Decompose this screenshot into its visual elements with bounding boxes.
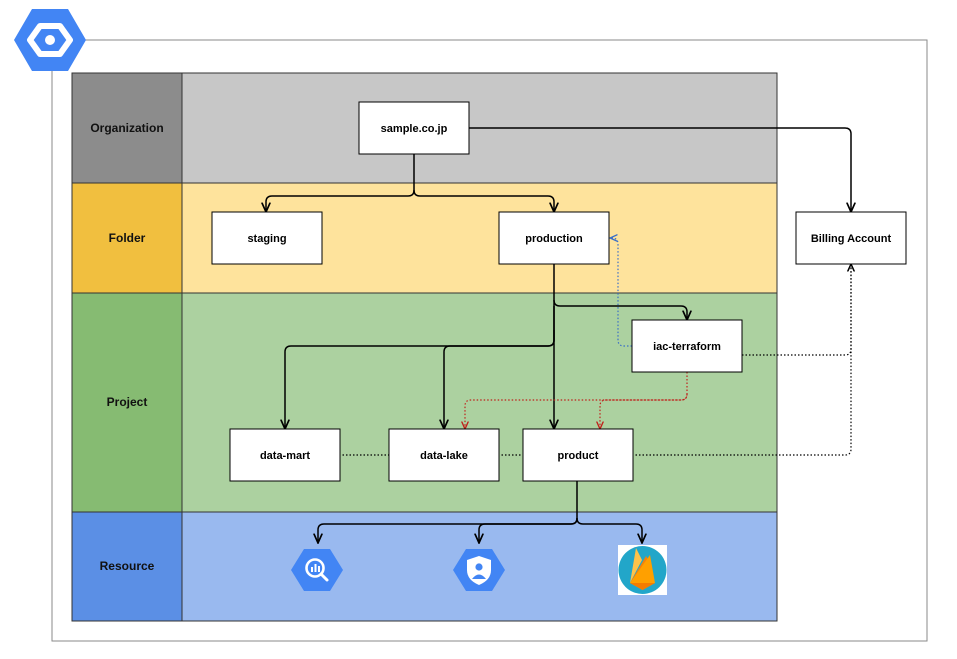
lane-project-header [72,293,182,512]
lane-resource-header [72,512,182,621]
lane-label-project: Project [107,395,148,409]
lane-label-resource: Resource [100,559,155,573]
lane-borders [71,72,778,622]
node-staging-label: staging [247,233,286,245]
node-org-label: sample.co.jp [381,123,448,135]
node-billing-label: Billing Account [811,233,892,245]
node-org[interactable]: sample.co.jp [358,101,470,155]
node-staging[interactable]: staging [211,211,323,265]
edge-iac-to-product [600,393,688,429]
node-data-mart[interactable]: data-mart [229,428,341,482]
node-iac-terraform[interactable]: iac-terraform [631,319,743,373]
node-data-lake[interactable]: data-lake [388,428,500,482]
lane-organization-header [72,73,182,183]
bigquery-icon [291,549,343,591]
firebase-icon [618,545,667,595]
google-cloud-logo-icon [14,9,86,71]
node-iac-label: iac-terraform [653,341,721,353]
edge-product-to-billing [632,264,851,456]
lane-folder-header [72,183,182,293]
edge-product-to-firebase [576,517,642,543]
node-production[interactable]: production [498,211,610,265]
edge-iac-to-lake [465,372,688,429]
node-billing-account[interactable]: Billing Account [795,211,907,265]
lane-label-organization: Organization [90,121,163,135]
node-production-label: production [525,233,583,245]
lane-label-folder: Folder [109,231,146,245]
node-product[interactable]: product [522,428,634,482]
edge-org-to-billing [469,127,851,212]
node-mart-label: data-mart [260,450,310,462]
edge-product-to-identity [479,517,578,543]
node-product-label: product [558,450,599,462]
node-lake-label: data-lake [420,450,468,462]
identity-platform-icon [453,549,505,591]
edge-org-to-production [413,189,554,212]
